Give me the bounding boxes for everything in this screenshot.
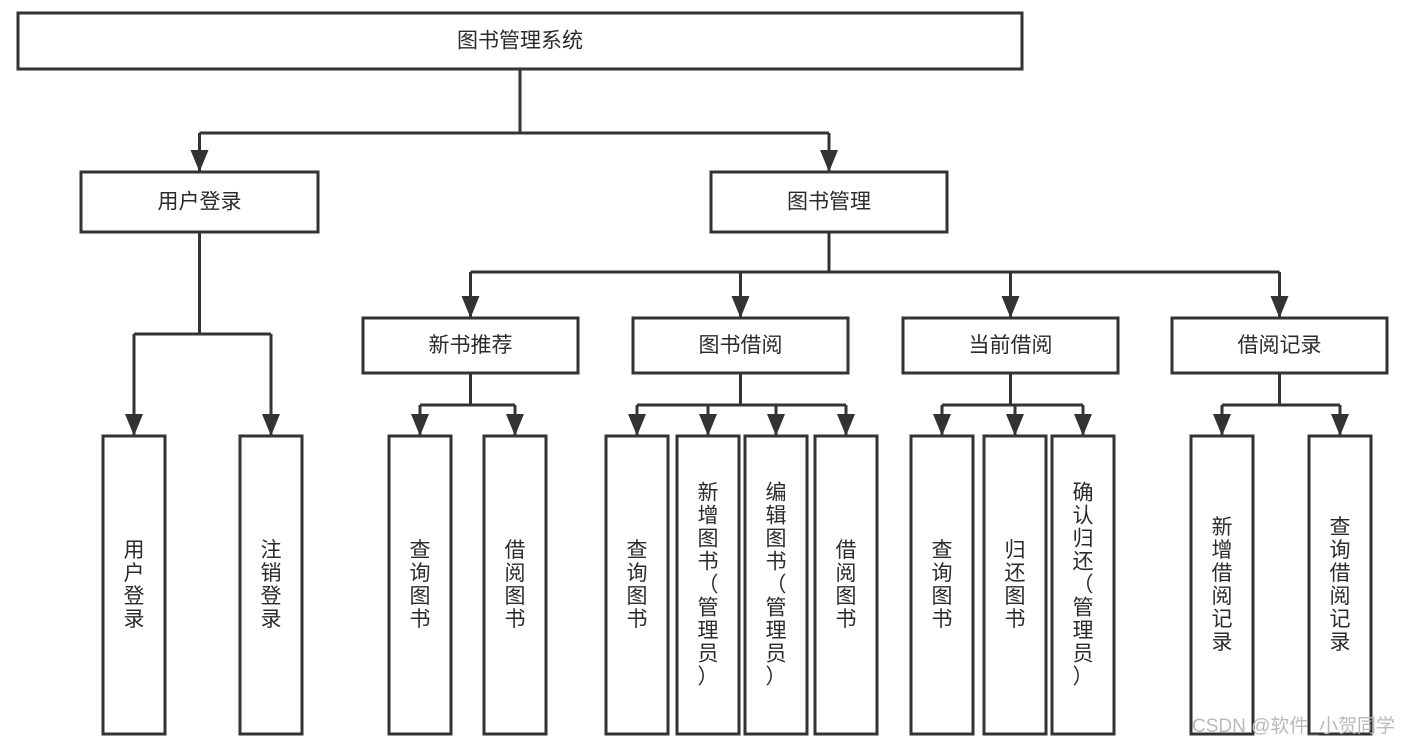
book-management-arrow-3	[1270, 296, 1289, 318]
node-new-book-recommend-label: 新书推荐	[429, 334, 513, 357]
node-leaf-confirm-return-admin-label: 确认归还（管理员）	[1073, 481, 1094, 688]
node-leaf-borrow-book-1-label: 借阅图书	[505, 539, 526, 631]
node-new-book-recommend-rect[interactable]	[361, 316, 580, 375]
node-leaf-user-login[interactable]: 用户登录	[101, 434, 167, 736]
node-leaf-add-borrow-record-rect[interactable]	[1189, 434, 1255, 736]
node-user-login[interactable]: 用户登录	[79, 170, 320, 234]
root-arrow-0	[190, 150, 209, 172]
current-borrow-leaf-arrow-0	[933, 414, 951, 436]
node-leaf-query-book-3-rect[interactable]	[909, 434, 975, 736]
node-leaf-add-book-admin-rect[interactable]	[675, 434, 741, 736]
node-leaf-query-book-2-label: 查询图书	[627, 539, 648, 631]
node-current-borrow-label: 当前借阅	[969, 334, 1053, 357]
book-management-arrow-1	[731, 296, 750, 318]
current-borrow-leaf-arrow-1	[1006, 414, 1024, 436]
node-leaf-user-login-rect[interactable]	[101, 434, 167, 736]
user-login-leaf-arrow-0	[125, 414, 143, 436]
node-leaf-return-book-label: 归还图书	[1005, 539, 1026, 631]
node-leaf-query-book-2-rect[interactable]	[604, 434, 670, 736]
book-management-arrow-0	[461, 296, 480, 318]
node-leaf-query-borrow-record-label: 查询借阅记录	[1330, 516, 1351, 654]
node-borrow-record-rect[interactable]	[1170, 316, 1389, 375]
node-leaf-logout-label: 注销登录	[261, 539, 282, 631]
borrow-record-leaf-arrow-0	[1213, 414, 1231, 436]
root-arrow-1	[820, 150, 838, 172]
node-leaf-add-borrow-record[interactable]: 新增借阅记录	[1189, 434, 1255, 736]
node-current-borrow-rect[interactable]	[901, 316, 1120, 375]
borrow-record-leaf-arrow-1	[1331, 414, 1349, 436]
book-borrow-leaf-arrow-2	[767, 414, 785, 436]
book-borrow-leaf-arrow-1	[699, 414, 717, 436]
node-leaf-borrow-book-2-label: 借阅图书	[836, 539, 857, 631]
node-leaf-edit-book-admin-rect[interactable]	[743, 434, 809, 736]
node-leaf-edit-book-admin[interactable]: 编辑图书（管理员）	[743, 434, 809, 736]
node-leaf-borrow-book-1[interactable]: 借阅图书	[482, 434, 548, 736]
node-book-management-rect[interactable]	[709, 170, 949, 234]
node-leaf-return-book[interactable]: 归还图书	[982, 434, 1048, 736]
node-book-management-label: 图书管理	[787, 191, 871, 214]
node-new-book-recommend[interactable]: 新书推荐	[361, 316, 580, 375]
node-root-rect[interactable]	[16, 11, 1024, 71]
new-book-recommend-leaf-arrow-0	[411, 414, 429, 436]
node-leaf-borrow-book-2-rect[interactable]	[813, 434, 879, 736]
node-leaf-confirm-return-admin-rect[interactable]	[1050, 434, 1116, 736]
node-current-borrow[interactable]: 当前借阅	[901, 316, 1120, 375]
csdn-watermark: CSDN @软件_小贺同学	[1192, 715, 1395, 737]
node-leaf-add-borrow-record-label: 新增借阅记录	[1212, 516, 1233, 654]
node-borrow-record-label: 借阅记录	[1238, 334, 1322, 357]
node-user-login-rect[interactable]	[79, 170, 320, 234]
node-leaf-query-book-1-label: 查询图书	[410, 539, 431, 631]
node-leaf-borrow-book-1-rect[interactable]	[482, 434, 548, 736]
node-leaf-query-book-3-label: 查询图书	[932, 539, 953, 631]
node-book-management[interactable]: 图书管理	[709, 170, 949, 234]
node-book-borrow-rect[interactable]	[631, 316, 850, 375]
node-leaf-query-book-3[interactable]: 查询图书	[909, 434, 975, 736]
node-leaf-return-book-rect[interactable]	[982, 434, 1048, 736]
connectors-layer	[125, 69, 1349, 436]
node-leaf-add-book-admin[interactable]: 新增图书（管理员）	[675, 434, 741, 736]
nodes-layer: 图书管理系统用户登录图书管理新书推荐图书借阅当前借阅借阅记录用户登录注销登录查询…	[16, 11, 1389, 736]
node-leaf-logout-rect[interactable]	[238, 434, 304, 736]
node-leaf-user-login-label: 用户登录	[124, 539, 145, 631]
node-borrow-record[interactable]: 借阅记录	[1170, 316, 1389, 375]
node-leaf-query-borrow-record[interactable]: 查询借阅记录	[1307, 434, 1373, 736]
current-borrow-leaf-arrow-2	[1074, 414, 1092, 436]
node-user-login-label: 用户登录	[158, 191, 242, 214]
node-leaf-query-book-1[interactable]: 查询图书	[387, 434, 453, 736]
node-book-borrow-label: 图书借阅	[699, 334, 783, 357]
node-leaf-borrow-book-2[interactable]: 借阅图书	[813, 434, 879, 736]
node-root-label: 图书管理系统	[457, 30, 583, 53]
node-leaf-edit-book-admin-label: 编辑图书（管理员）	[766, 481, 787, 688]
node-leaf-confirm-return-admin[interactable]: 确认归还（管理员）	[1050, 434, 1116, 736]
node-leaf-logout[interactable]: 注销登录	[238, 434, 304, 736]
book-borrow-leaf-arrow-3	[837, 414, 855, 436]
node-leaf-query-book-1-rect[interactable]	[387, 434, 453, 736]
node-leaf-add-book-admin-label: 新增图书（管理员）	[698, 481, 719, 688]
node-leaf-query-borrow-record-rect[interactable]	[1307, 434, 1373, 736]
node-leaf-query-book-2[interactable]: 查询图书	[604, 434, 670, 736]
user-login-leaf-arrow-1	[262, 414, 280, 436]
new-book-recommend-leaf-arrow-1	[506, 414, 524, 436]
book-borrow-leaf-arrow-0	[628, 414, 646, 436]
node-book-borrow[interactable]: 图书借阅	[631, 316, 850, 375]
book-management-arrow-2	[1001, 296, 1020, 318]
node-root[interactable]: 图书管理系统	[16, 11, 1024, 71]
